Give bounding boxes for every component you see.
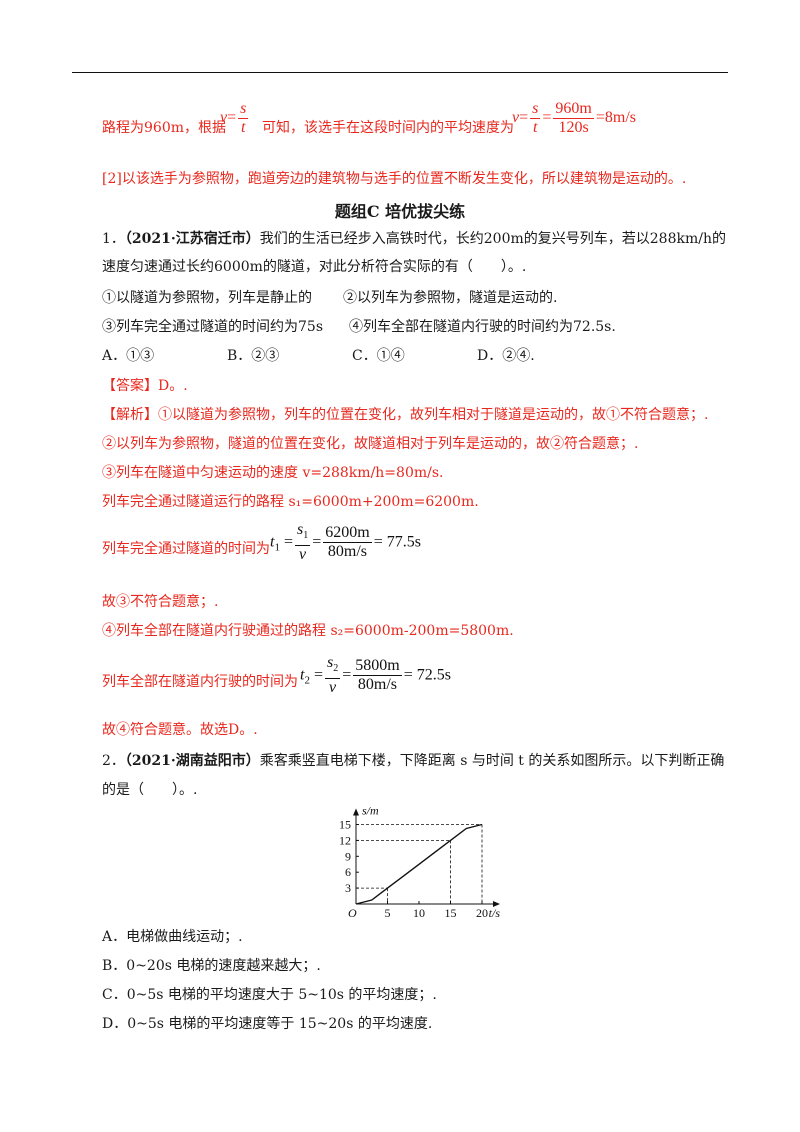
q1-option-a: A．①③: [102, 348, 155, 364]
q1-statement-2: ②以列车为参照物，隧道是运动的.: [343, 290, 558, 306]
x-tick-label: 15: [445, 906, 457, 920]
x-axis-arrow: [493, 901, 500, 907]
y-tick-label: 12: [339, 833, 351, 847]
q1-s2-line: ④列车全部在隧道内行驶通过的路程 s₂=6000m-200m=5800m.: [102, 623, 514, 639]
x-tick-label: 20: [476, 906, 488, 920]
x-tick-label: 10: [413, 906, 425, 920]
q1-conclusion: 故④符合题意。故选D。.: [102, 722, 258, 738]
header-rule: [72, 72, 728, 73]
q1-option-b: B．②③: [227, 348, 280, 364]
q2-stem-line2: 的是（ ）。.: [102, 782, 198, 798]
solution-line1-mid: 可知，该选手在这段时间内的平均速度为: [262, 120, 514, 136]
q1-analysis-4: 列车完全通过隧道运行的路程 s₁=6000m+200m=6200m.: [102, 494, 479, 510]
q1-option-c: C．①④: [352, 348, 405, 364]
q1-t2-text: 列车全部在隧道内行驶的时间为: [102, 674, 298, 690]
q1-statement-1: ①以隧道为参照物，列车是静止的: [102, 290, 312, 306]
q2-option-b: B．0~20s 电梯的速度越来越大；.: [102, 958, 321, 974]
y-axis-label: s/m: [362, 806, 379, 818]
solution-line2: [2]以该选手为参照物，跑道旁边的建筑物与选手的位置不断发生变化，所以建筑物是运…: [102, 171, 687, 187]
q1-statement-3: ③列车完全通过隧道的时间约为75s: [102, 319, 323, 335]
q1-answer: 【答案】D。.: [102, 378, 188, 394]
y-tick-label: 3: [345, 881, 351, 895]
q1-stem-line2: 速度匀速通过长约6000m的隧道，对此分析符合实际的有（ ）。.: [102, 259, 527, 275]
q2-option-c: C．0~5s 电梯的平均速度大于 5~10s 的平均速度；.: [102, 987, 437, 1003]
q1-stem-line1: 1．（2021·江苏宿迁市）我们的生活已经步入高铁时代，长约200m的复兴号列车…: [102, 231, 726, 247]
q1-statement-4: ④列车全部在隧道内行驶的时间约为72.5s.: [349, 319, 616, 335]
q1-t1-text: 列车完全通过隧道的时间为: [102, 541, 270, 557]
q1-option-d: D．②④.: [477, 348, 535, 364]
y-tick-label: 15: [339, 818, 351, 832]
x-axis-label: t/s: [489, 906, 501, 920]
x-tick-label: 5: [385, 906, 391, 920]
section-heading: 题组C 培优拔尖练: [334, 202, 466, 221]
q1-analysis-1: 【解析】①以隧道为参照物，列车的位置在变化，故列车相对于隧道是运动的，故①不符合…: [102, 407, 709, 423]
q1-analysis-3: ③列车在隧道中匀速运动的速度 v=288km/h=80m/s.: [102, 465, 444, 481]
origin-label: O: [348, 906, 357, 920]
y-tick-label: 9: [345, 849, 351, 863]
q2-source: （2021·湖南益阳市）: [124, 753, 260, 769]
q1-source: （2021·江苏宿迁市）: [124, 231, 260, 247]
y-axis-arrow: [353, 808, 359, 816]
q2-option-d: D．0~5s 电梯的平均速度等于 15~20s 的平均速度.: [102, 1016, 433, 1032]
series-curve: [355, 823, 483, 905]
q1-after-t1: 故③不符合题意；.: [102, 594, 219, 610]
y-tick-label: 6: [345, 865, 351, 879]
q2-option-a: A．电梯做曲线运动；.: [102, 929, 243, 945]
q1-analysis-2: ②以列车为参照物，隧道的位置在变化，故隧道相对于列车是运动的，故②符合题意；.: [102, 436, 639, 452]
solution-line1-prefix: 路程为960m，根据: [102, 120, 226, 136]
q2-stem-line1: 2．（2021·湖南益阳市）乘客乘竖直电梯下楼，下降距离 s 与时间 t 的关系…: [102, 753, 725, 769]
